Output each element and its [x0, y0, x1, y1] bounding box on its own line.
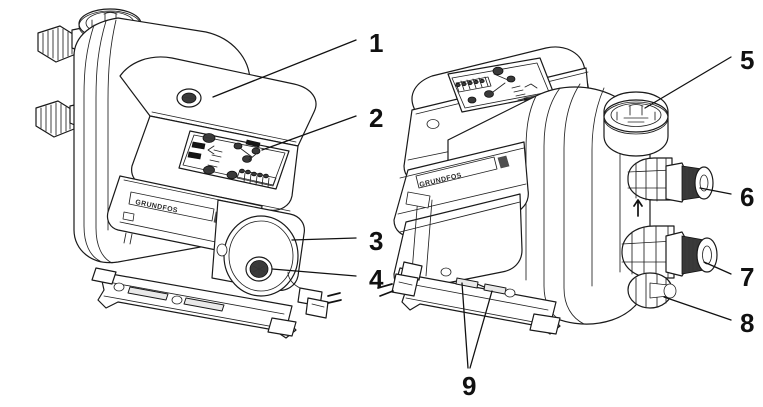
left-pump-head [211, 199, 305, 297]
suction-port[interactable] [621, 225, 718, 280]
callout-5: 5 [740, 45, 754, 75]
callout-4: 4 [369, 264, 384, 294]
filling-plug[interactable] [603, 91, 669, 157]
callout-7: 7 [740, 262, 754, 292]
callout-3: 3 [369, 226, 383, 256]
callout-1: 1 [369, 28, 383, 58]
leader-1 [212, 39, 357, 98]
leader-6 [699, 187, 732, 195]
leader-5 [644, 56, 732, 109]
right-front-panel: GRUNDFOS [393, 141, 529, 291]
priming-screw[interactable] [245, 256, 273, 282]
top-cover-screw[interactable] [176, 88, 202, 108]
right-power-plug [377, 261, 423, 297]
left-mounting-bracket [91, 267, 297, 339]
leader-9b [469, 290, 493, 369]
control-panel[interactable] [178, 130, 290, 190]
callout-8: 8 [740, 308, 754, 338]
leader-8 [663, 296, 732, 321]
callout-6: 6 [740, 182, 754, 212]
drain-plug[interactable] [627, 272, 677, 309]
leader-9a [461, 282, 469, 369]
callout-2: 2 [369, 103, 383, 133]
right-view-pump: GRUNDFOS [377, 46, 718, 335]
leader-2 [261, 115, 357, 151]
left-power-plug [287, 271, 342, 319]
discharge-port[interactable] [627, 157, 714, 217]
mounting-bracket-slots[interactable] [455, 277, 507, 295]
leader-4 [271, 268, 357, 277]
leader-7 [703, 261, 732, 275]
callout-leader-lines [212, 39, 732, 369]
callout-9: 9 [462, 371, 476, 401]
leader-3 [291, 237, 357, 241]
pump-head-cover[interactable] [223, 215, 299, 297]
left-view-pump: GRUNDFOS [35, 8, 342, 339]
callout-numbers: 1 2 3 4 5 6 7 8 9 [369, 28, 754, 401]
